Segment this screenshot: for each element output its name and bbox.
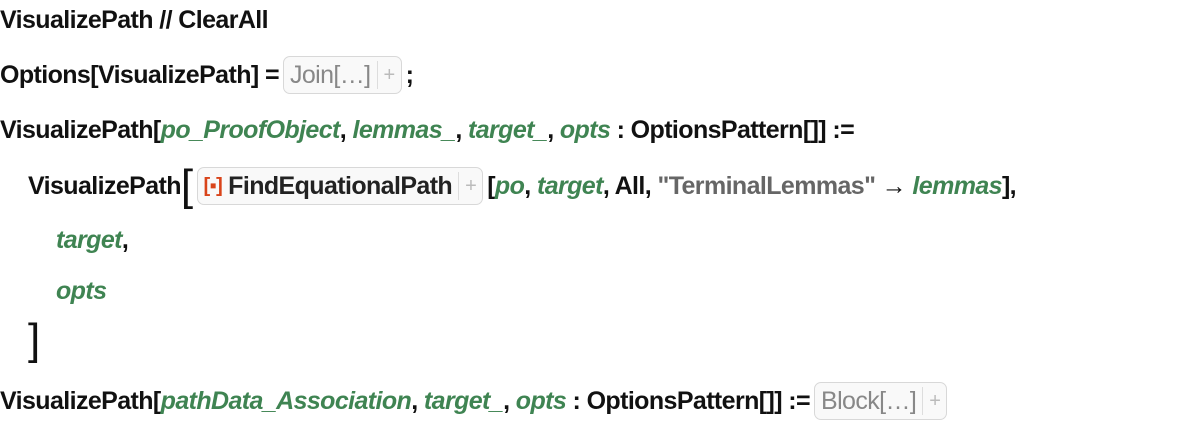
- code-line-def1: VisualizePath[ po_ProofObject , lemmas_ …: [0, 110, 855, 150]
- code-line-clearall: VisualizePath // ClearAll: [0, 0, 269, 40]
- code-line-target: target,: [56, 220, 129, 260]
- code-line-body: VisualizePath [ [▪]FindEquationalPath + […: [28, 161, 1017, 210]
- code-text: VisualizePath: [28, 171, 182, 200]
- code-text: VisualizePath // ClearAll: [0, 5, 269, 34]
- var-po: po: [494, 171, 525, 200]
- resource-function-box[interactable]: [▪]FindEquationalPath +: [196, 167, 484, 205]
- code-text: ,: [503, 386, 516, 415]
- box-label: FindEquationalPath: [228, 171, 453, 200]
- code-text: ,: [339, 115, 353, 144]
- resource-function-icon: [▪]: [203, 174, 223, 197]
- pattern-lemmas: lemmas_: [352, 115, 456, 144]
- code-text: ],: [1001, 171, 1017, 200]
- code-line-options: Options[VisualizePath] = Join[…] + ;: [0, 55, 414, 95]
- code-text: [: [487, 171, 495, 200]
- var-target: target: [56, 225, 122, 254]
- code-text: ,: [455, 115, 469, 144]
- plus-icon[interactable]: +: [465, 174, 477, 197]
- code-text: : OptionsPattern[]] :=: [610, 115, 855, 144]
- divider: [376, 61, 378, 89]
- bracket: [: [180, 161, 193, 210]
- pattern-pathdata: pathData_Association: [160, 386, 412, 415]
- pattern-opts: opts: [515, 386, 567, 415]
- bracket: ]: [28, 315, 40, 364]
- code-text: ,: [121, 225, 129, 254]
- divider: [458, 172, 460, 200]
- plus-icon[interactable]: +: [383, 63, 396, 86]
- code-text: ,: [547, 115, 560, 144]
- code-text: Options[VisualizePath] =: [0, 60, 280, 89]
- code-text: ;: [405, 60, 414, 89]
- join-iconized-box[interactable]: Join[…] +: [282, 56, 402, 94]
- box-label: Join[…]: [289, 60, 371, 89]
- pattern-target: target_: [423, 386, 504, 415]
- block-iconized-box[interactable]: Block[…] +: [814, 382, 948, 420]
- code-text: ,: [524, 171, 537, 200]
- box-label: Block[…]: [821, 386, 917, 415]
- pattern-target: target_: [468, 115, 548, 144]
- code-line-def2: VisualizePath[ pathData_Association , ta…: [0, 381, 951, 421]
- code-text: : OptionsPattern[]] :=: [566, 386, 811, 415]
- string-literal: "TerminalLemmas": [657, 171, 876, 200]
- var-opts: opts: [56, 276, 107, 305]
- divider: [922, 387, 924, 415]
- code-text: VisualizePath[: [0, 115, 161, 144]
- code-text: ,: [411, 386, 424, 415]
- var-target: target: [536, 171, 603, 200]
- plus-icon[interactable]: +: [929, 389, 941, 412]
- code-line-close: ]: [28, 315, 40, 364]
- pattern-opts: opts: [559, 115, 611, 144]
- code-text: , All,: [602, 171, 658, 200]
- pattern-po: po_ProofObject: [160, 115, 341, 144]
- code-line-opts: opts: [56, 271, 107, 311]
- var-lemmas: lemmas: [912, 171, 1002, 200]
- rule-arrow: →: [875, 171, 913, 200]
- code-text: VisualizePath[: [0, 386, 161, 415]
